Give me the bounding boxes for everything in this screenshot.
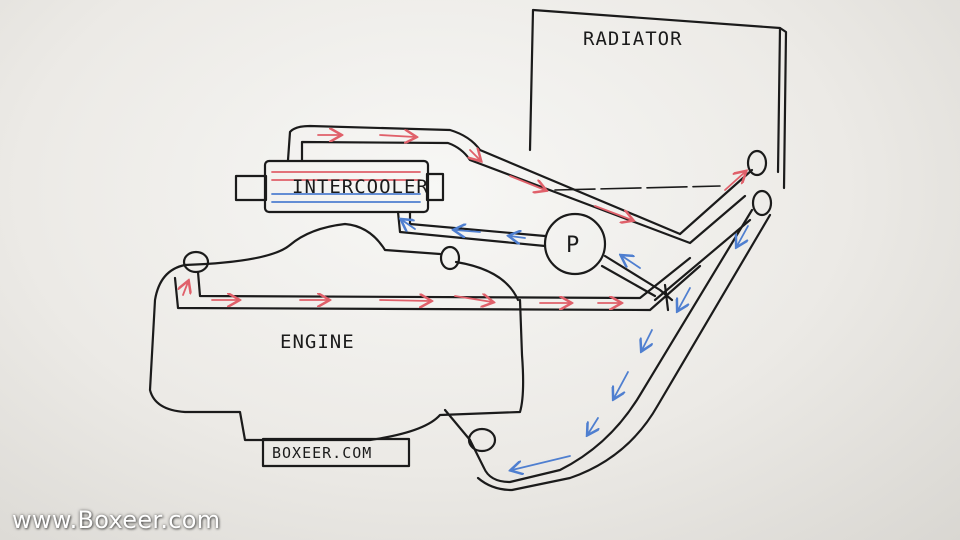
hot-hose-upper xyxy=(286,124,754,245)
site-box-label: BOXEER.COM xyxy=(272,444,372,462)
cold-return-pump xyxy=(600,256,674,302)
watermark: www.Boxeer.com xyxy=(12,506,221,534)
pump-label: P xyxy=(566,233,580,258)
site-box: BOXEER.COM xyxy=(261,437,411,468)
engine-outlet-left xyxy=(182,250,210,274)
radiator: RADIATOR xyxy=(528,8,788,217)
engine: ENGINE xyxy=(148,222,525,442)
engine-label: ENGINE xyxy=(280,331,355,353)
engine-inlet-bottom xyxy=(467,427,497,453)
cold-hose-lower xyxy=(443,208,772,492)
radiator-inlet-port xyxy=(746,149,768,177)
radiator-label: RADIATOR xyxy=(583,28,683,50)
hot-line-engine xyxy=(173,256,702,312)
cold-line-intercooler xyxy=(396,210,547,248)
engine-outlet-right xyxy=(439,245,461,271)
radiator-outlet-port xyxy=(751,189,773,217)
intercooler-label: INTERCOOLER xyxy=(292,176,429,198)
intercooler: INTERCOOLER xyxy=(234,159,445,214)
pump: P xyxy=(543,212,607,276)
